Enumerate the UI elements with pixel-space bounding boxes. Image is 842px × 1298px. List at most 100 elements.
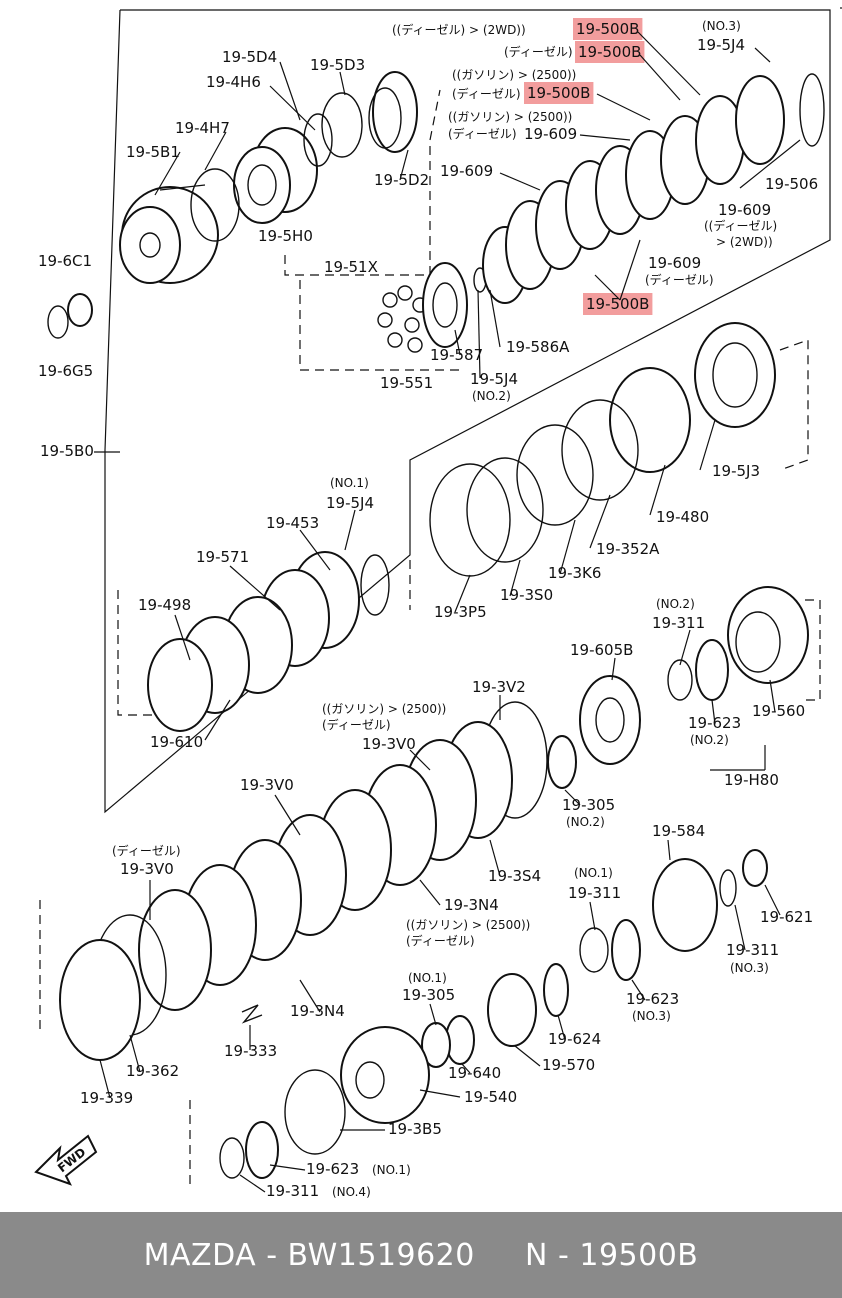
callout-label: 19-498 [138,596,191,614]
clutch-stack-lower [59,701,548,1061]
callout-label: 19-4H6 [206,73,261,91]
callout-label: ((ガソリン) > (2500)) [406,918,530,932]
callout-label: 19-3B5 [388,1120,442,1138]
callout-label: 19-621 [760,908,813,926]
callout-label: 19-5J4 [697,36,745,54]
callout-label: 19-560 [752,702,805,720]
bearing-19-621 [742,849,768,887]
callout-label: 19-570 [542,1056,595,1074]
ring-19-6c1 [47,305,69,339]
callout-label: 19-3V0 [362,735,416,753]
callout-label: (NO.3) [632,1009,671,1023]
callout-label: 19-500B [586,295,649,313]
callout-label: (NO.1) [372,1163,411,1177]
plate-19-587 [422,262,468,348]
bearing-19-305-no2 [547,735,577,789]
springs-19-551 [377,285,428,353]
callout-label: 19-623 [688,714,741,732]
callout-label: 19-3N4 [290,1002,345,1020]
callout-label: 19-311 [652,614,705,632]
callout-label: 19-453 [266,514,319,532]
washer-19-311-no1 [579,927,609,973]
leader-lines [94,31,801,1193]
footer-bar: MAZDA - BW1519620 N - 19500B [0,1212,842,1298]
callout-label: 19-3V2 [472,678,526,696]
callout-label: 19-311 [726,941,779,959]
callout-label: (NO.2) [472,389,511,403]
callout-label: (ディーゼル) [504,44,573,59]
callout-label: 19-362 [126,1062,179,1080]
ring-19-3b5 [284,1069,346,1155]
callout-label: 19-5D4 [222,48,277,66]
ring-19-3k6 [516,424,594,526]
ring-19-5d4 [321,92,363,158]
callout-label: 19-623 [626,990,679,1008]
clutch-stack-middle [147,551,390,732]
callout-label: (NO.3) [730,961,769,975]
callout-label: 19-3V0 [240,776,294,794]
callout-label: (ディーゼル) [406,933,475,948]
callout-label: (ディーゼル) [645,272,714,287]
callout-label: 19-551 [380,374,433,392]
ring-19-506 [799,73,825,147]
callout-label: (NO.4) [332,1185,371,1199]
spring-19-333 [241,1004,263,1024]
callout-label: 19-3V0 [120,860,174,878]
callout-label: 19-586A [506,338,570,356]
bearing-19-623-no2 [695,639,729,701]
callout-label: 19-540 [464,1088,517,1106]
callout-label: (ディーゼル) [448,126,517,141]
callout-label: 19-5B1 [126,143,180,161]
callout-label: 19-6C1 [38,252,92,270]
callout-label: 19-3N4 [444,896,499,914]
washer-19-311-no4 [219,1137,245,1179]
callout-label: ((ガソリン) > (2500)) [448,110,572,124]
callout-label: 19-51X [324,258,378,276]
callout-label: 19-339 [80,1089,133,1107]
callout-label: 19-609 [440,162,493,180]
callout-labels: ((ディーゼル) > (2WD))19-500B(ディーゼル)19-500B((… [38,19,818,1200]
callout-label: 19-584 [652,822,705,840]
callout-label: 19-305 [562,796,615,814]
callout-label: ((ディーゼル) > (2WD)) [392,22,526,37]
callout-label: 19-587 [430,346,483,364]
callout-label: 19-3K6 [548,564,601,582]
ring-19-3s0 [466,457,544,563]
callout-label: 19-3P5 [434,603,487,621]
clutch-stack-upper [505,75,785,290]
callout-label: 19-311 [266,1182,319,1200]
callout-label: 19-H80 [724,771,779,789]
bearing-19-623-no1 [245,1121,279,1179]
ring-19-5d3 [372,71,418,153]
callout-label: (ディーゼル) [322,717,391,732]
ring-19-6g5 [67,293,93,327]
highlight-box [524,82,594,104]
callout-label: (NO.1) [408,971,447,985]
callout-label: (NO.1) [330,476,369,490]
callout-label: 19-6G5 [38,362,93,380]
callout-label: 19-311 [568,884,621,902]
fwd-arrow: FWD [34,1134,98,1186]
callout-label: 19-352A [596,540,660,558]
highlight-box [573,18,643,40]
callout-label: > (2WD)) [716,235,773,249]
callout-label: 19-609 [524,125,577,143]
callout-label: 19-5H0 [258,227,313,245]
callout-label: ((ディーゼル) [704,218,777,233]
callout-label: 19-305 [402,986,455,1004]
callout-label: 19-5J3 [712,462,760,480]
callout-label: 19-5D3 [310,56,365,74]
parts-drawing [47,71,825,1179]
exploded-parts-diagram: ((ディーゼル) > (2WD))19-500B(ディーゼル)19-500B((… [34,7,842,1200]
callout-label: (NO.2) [566,815,605,829]
highlight-layer [524,18,653,315]
callout-label: (NO.1) [574,866,613,880]
retainer-19-5j3 [694,322,776,428]
callout-label: 19-3S4 [488,867,541,885]
callout-label: 19-5D2 [374,171,429,189]
callout-label: (ディーゼル) [452,86,521,101]
callout-label: 19-610 [150,733,203,751]
callout-label: 19-480 [656,508,709,526]
ring-19-4h7 [190,168,240,242]
ring-19-3p5 [429,463,511,577]
